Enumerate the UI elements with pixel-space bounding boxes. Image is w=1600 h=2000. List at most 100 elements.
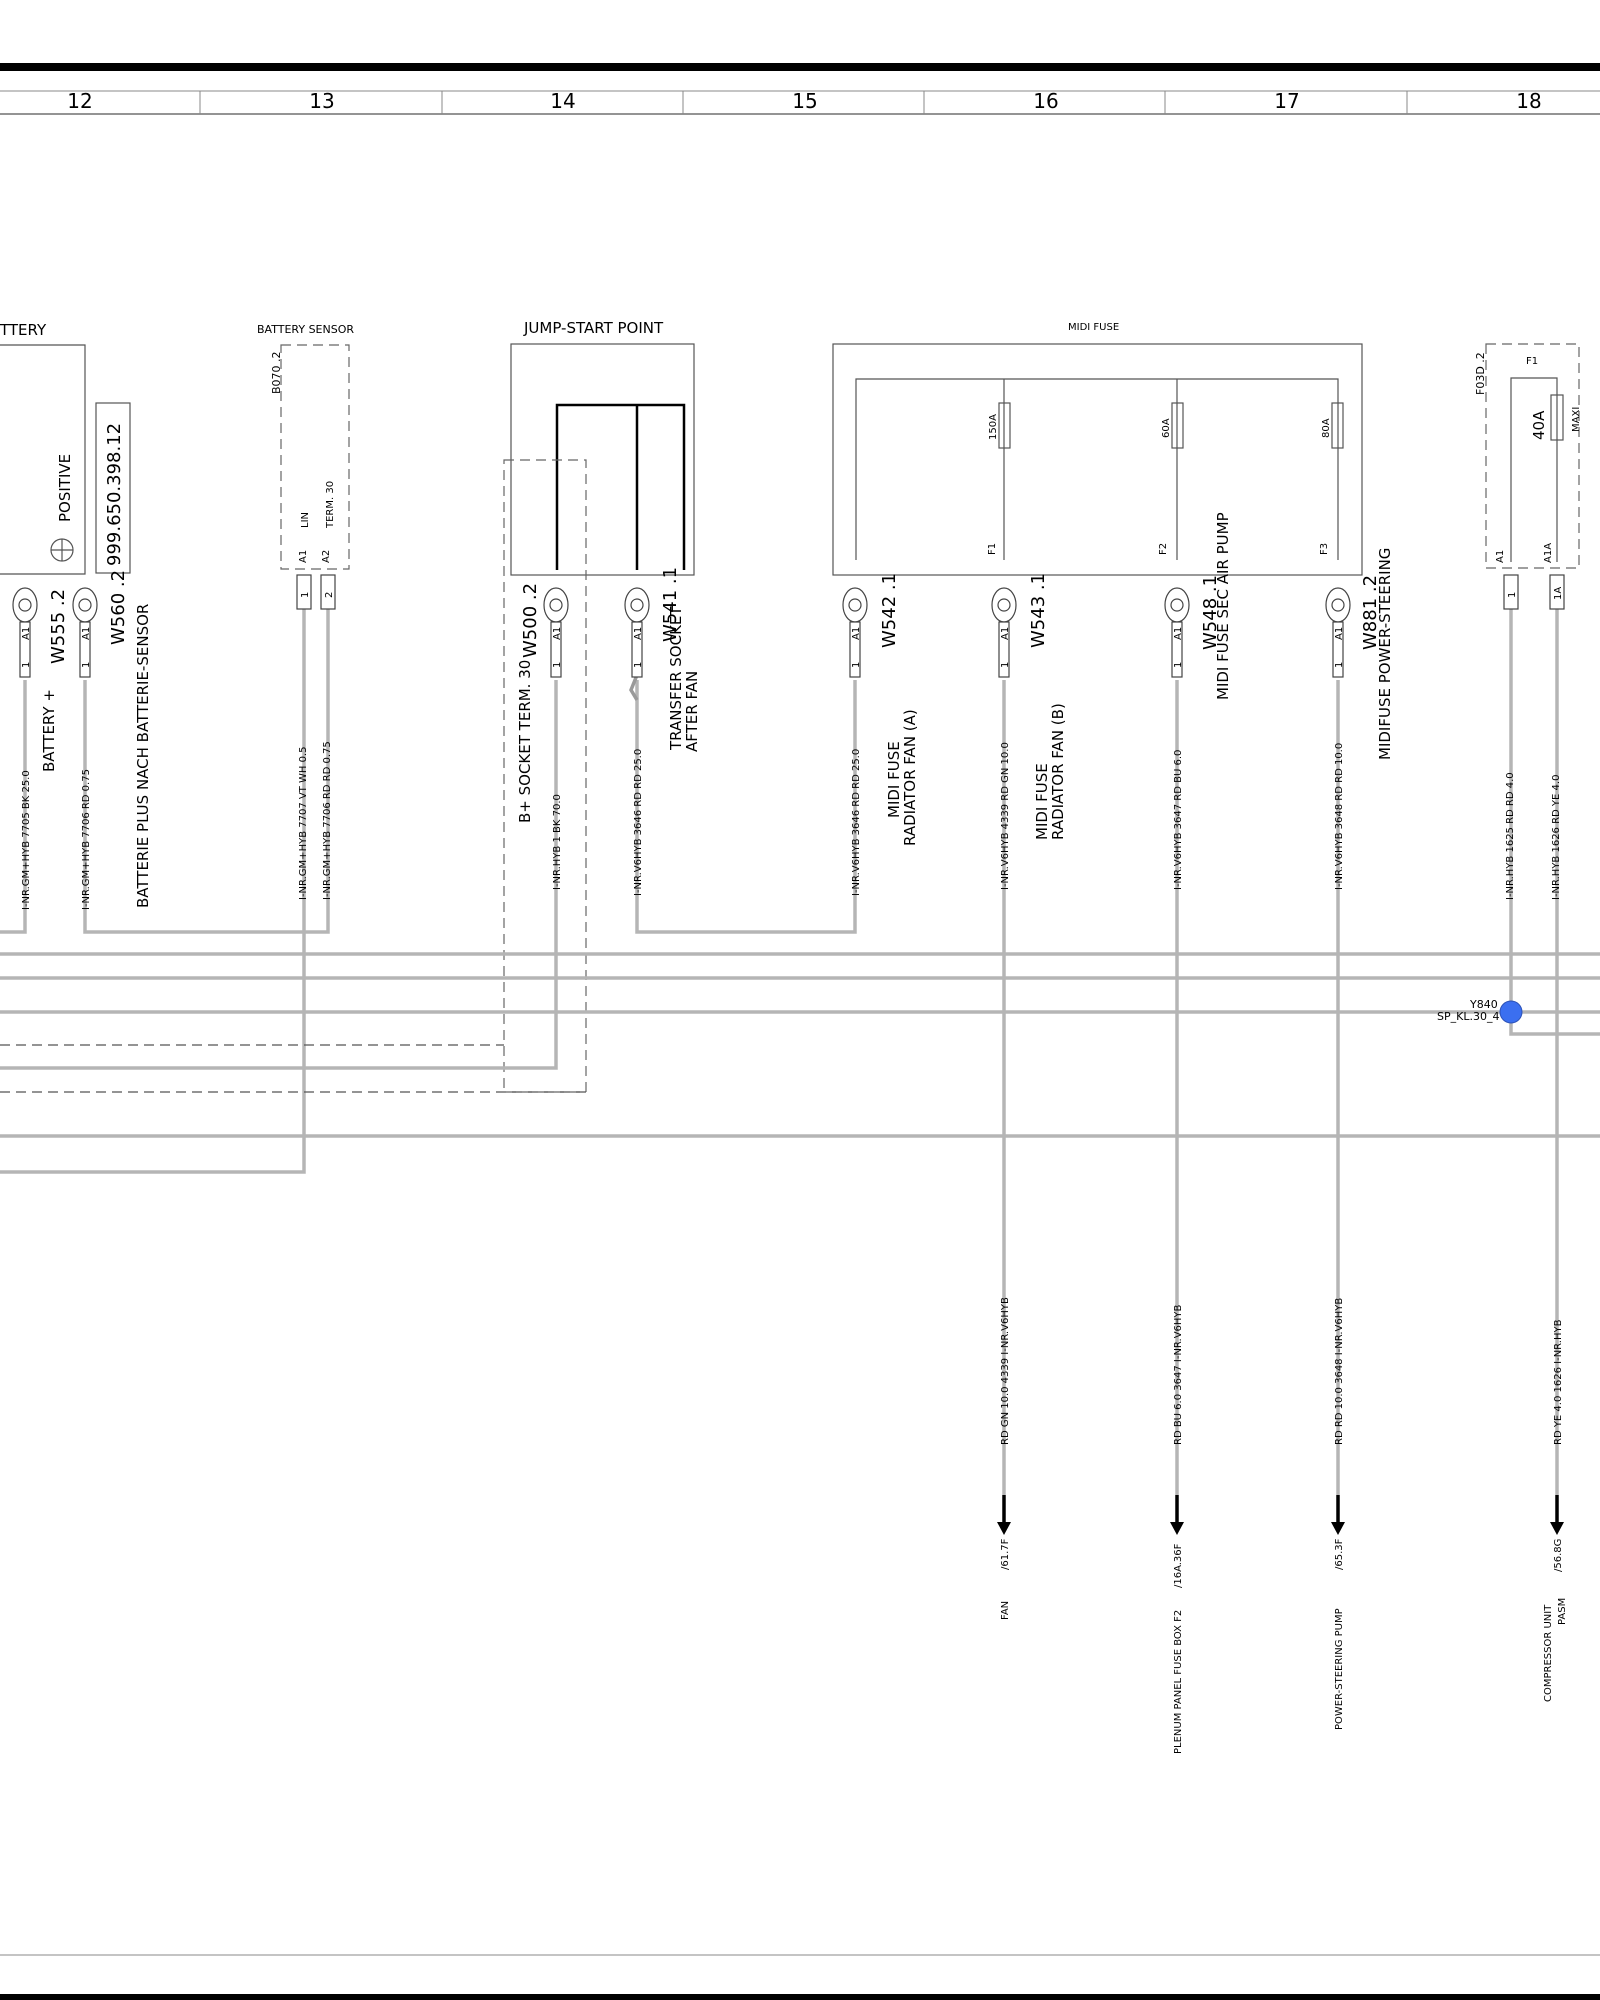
midi-fuse: MIDI FUSE 150A 60A 80A F1 F2 F3 — [832, 322, 1363, 576]
fuse-f03d-pin-a1: A1 — [1495, 550, 1506, 563]
fuse-f03d-rating: 40A — [1530, 410, 1548, 440]
connector-labels: W555 .2 BATTERY + I-NR.GM+HYB 7705 BK 25… — [21, 512, 1394, 910]
fuse-f03d-id: F03D .2 — [1474, 352, 1487, 395]
wire-label: I-NR.V6HYB 3647 RD BU 6.0 — [1173, 750, 1184, 890]
connector-desc: BATTERY + — [40, 689, 58, 772]
connector-id: W555 .2 — [48, 589, 69, 664]
pin-label: 1 — [1334, 662, 1345, 668]
wire-label: I-NR.V6HYB 4339 RD GN 10.0 — [1000, 742, 1011, 890]
pin-label: A1 — [552, 627, 563, 640]
fuse-slot: F3 — [1319, 543, 1330, 555]
connector-terminal — [12, 587, 38, 678]
destination-ref: /61.7F — [1000, 1538, 1011, 1570]
jump-start-point: JUMP-START POINT — [503, 319, 695, 1093]
fuse-f03d-type: MAXI — [1571, 407, 1582, 432]
connector-desc: RADIATOR FAN (A) — [901, 709, 919, 846]
battery-title: TTERY — [0, 321, 47, 339]
pin-label: 1 — [851, 662, 862, 668]
destination-ref: /16A.36F — [1173, 1543, 1184, 1588]
fuse-f03d-pin-a1a: A1A — [1543, 543, 1554, 563]
wire-labels-lower: RD GN 10.0 4339 I-NR.V6HYB RD BU 6.0 364… — [1000, 1297, 1564, 1445]
splice-point — [1499, 1000, 1523, 1024]
pin-label: 1 — [1173, 662, 1184, 668]
connector-desc: MIDIFUSE POWER-STEERING — [1376, 548, 1394, 760]
positive-symbol-icon — [50, 538, 74, 562]
pin-label: 2 — [324, 592, 335, 598]
connector-terminal — [842, 587, 868, 678]
connector-id: W560 .2 — [108, 570, 129, 645]
wire-label: I-NR.HYB 1 BK 70.0 — [552, 794, 563, 890]
fuse-rating: 60A — [1161, 418, 1172, 438]
pin-label: 1A — [1553, 587, 1564, 600]
pin-label: 1 — [1507, 592, 1518, 598]
ring-connectors — [12, 574, 1565, 678]
connector-terminal — [1325, 587, 1351, 678]
connector-desc: MIDI FUSE SEC AIR PUMP — [1214, 512, 1232, 700]
jump-start-title: JUMP-START POINT — [523, 319, 664, 337]
wire-harness — [0, 590, 1600, 1495]
connector-id: W881 .2 — [1360, 575, 1381, 650]
column-number: 13 — [309, 89, 334, 113]
pin-label: A1 — [851, 627, 862, 640]
wire-label: I-NR.V6HYB 3646 RD RD 25.0 — [633, 749, 644, 896]
connector-terminal — [72, 587, 98, 678]
battery-sensor-pin-a2: A2 — [321, 550, 332, 563]
wire-label: RD YE 4.0 1626 I-NR.HYB — [1553, 1319, 1564, 1445]
bottom-border — [0, 1994, 1600, 2000]
pin-label: A1 — [1173, 627, 1184, 640]
column-number: 14 — [550, 89, 575, 113]
wire-label: I-NR.GM+HYB 7705 BK 25.0 — [21, 770, 32, 910]
battery-sensor-pin-a1: A1 — [298, 550, 309, 563]
connector-id: W500 .2 — [520, 583, 541, 658]
destination-label: COMPRESSOR UNIT — [1543, 1604, 1554, 1702]
battery-sensor-term30: TERM. 30 — [325, 481, 336, 529]
fuse-f03d: F03D .2 F1 40A MAXI A1 A1A — [1474, 343, 1582, 569]
connector-terminal — [1164, 587, 1190, 678]
midi-fuse-title: MIDI FUSE — [1068, 322, 1119, 333]
column-number: 12 — [67, 89, 92, 113]
pin-label: A1 — [1000, 627, 1011, 640]
pin-labels: A1 A1 A1 A1 A1 A1 A1 A1 1 1 1 1 1 1 1 1 … — [21, 587, 1564, 668]
wire-label: I-NR.HYB 1626 RD YE 4.0 — [1551, 775, 1562, 900]
fuse-rating: 80A — [1321, 418, 1332, 438]
connector-desc: MIDI FUSE — [885, 741, 903, 818]
wire-label: I-NR.GM+HYB 7707 VT WH 0.5 — [298, 747, 309, 900]
arrow-down-icon — [1170, 1495, 1184, 1535]
pin-label: 1 — [81, 662, 92, 668]
wire-label: I-NR.HYB 1625 RD RD 4.0 — [1505, 772, 1516, 900]
splice-y840: Y840 SP_KL.30_4 — [1437, 998, 1523, 1024]
arrow-down-icon — [1550, 1495, 1564, 1535]
battery-positive-label: POSITIVE — [56, 454, 74, 522]
destinations: /61.7F FAN /16A.36F PLENUM PANEL FUSE BO… — [1000, 1538, 1568, 1754]
wire-label: I-NR.GM+HYB 7706 RD RD 0.75 — [322, 741, 333, 900]
top-border — [0, 63, 1600, 71]
column-number: 17 — [1274, 89, 1299, 113]
wire-label: I-NR.V6HYB 3648 RD RD 10.0 — [1334, 743, 1345, 890]
connector-id: W548 .1 — [1200, 575, 1221, 650]
pin-label: 1 — [300, 592, 311, 598]
pin-label: A1 — [81, 627, 92, 640]
pin-label: 1 — [1000, 662, 1011, 668]
splice-id: Y840 — [1469, 998, 1498, 1011]
connector-id: W541 .1 — [660, 567, 681, 642]
destination-label: FAN — [1000, 1601, 1011, 1620]
battery-sensor-id: B070 .2 — [270, 351, 283, 394]
pin-label: 1 — [21, 662, 32, 668]
column-number: 16 — [1033, 89, 1058, 113]
battery-part-number: 999.650.398.12 — [104, 423, 125, 566]
battery-sensor: BATTERY SENSOR B070 .2 LIN TERM. 30 A1 A… — [257, 323, 354, 570]
connector-desc: BATTERIE PLUS NACH BATTERIE-SENSOR — [134, 604, 152, 908]
connector-desc: B+ SOCKET TERM. 30 — [516, 660, 534, 823]
column-dividers — [199, 91, 1408, 114]
wire-label: I-NR.V6HYB 3646 RD RD 25.0 — [851, 749, 862, 896]
column-number: 18 — [1516, 89, 1541, 113]
battery-sensor-lin: LIN — [300, 512, 311, 528]
connector-terminal — [624, 587, 650, 678]
destination-ref: /65.3F — [1334, 1538, 1345, 1570]
connector-terminal — [991, 587, 1017, 678]
pin-label: 1 — [633, 662, 644, 668]
wire-label: RD RD 10.0 3648 I-NR.V6HYB — [1334, 1298, 1345, 1445]
pin-label: 1 — [552, 662, 563, 668]
connector-desc: AFTER FAN — [683, 671, 701, 752]
splice-name: SP_KL.30_4 — [1437, 1010, 1499, 1023]
